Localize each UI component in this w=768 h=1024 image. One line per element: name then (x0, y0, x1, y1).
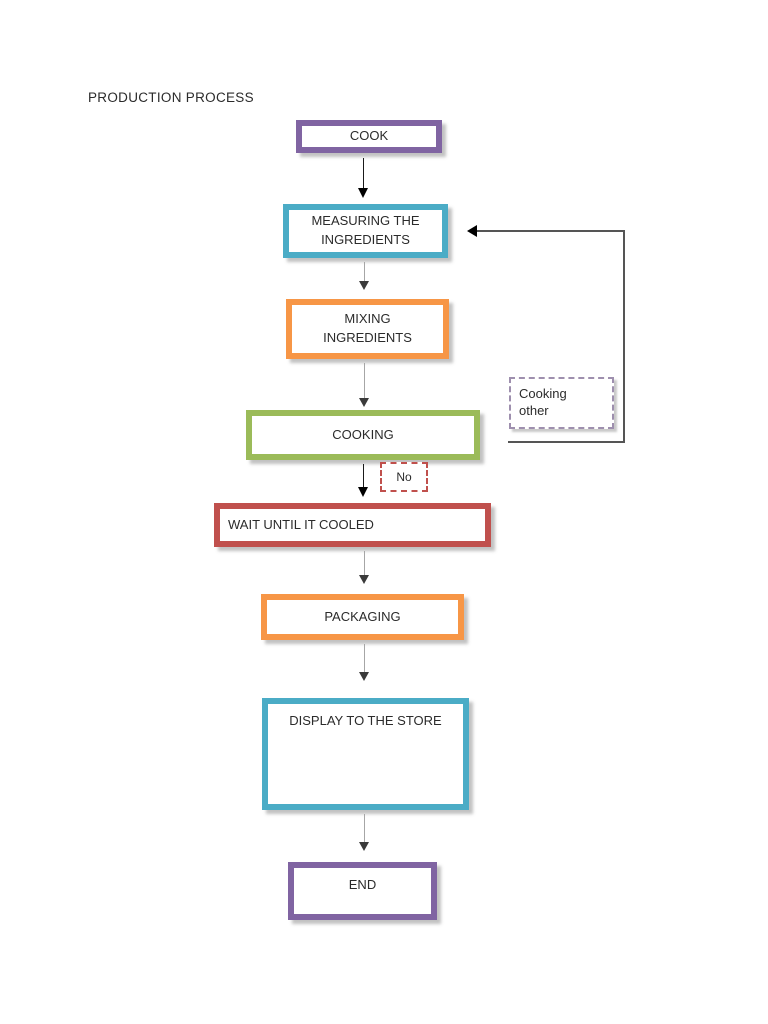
note-no[interactable]: No (380, 462, 428, 492)
connector-cook-to-measuring (363, 158, 364, 190)
connector-display-to-end (364, 814, 365, 846)
node-display-to-the-store-label: DISPLAY TO THE STORE (289, 713, 442, 728)
node-wait-until-it-cooled-label: WAIT UNTIL IT COOLED (228, 516, 374, 532)
page-title: PRODUCTION PROCESS (88, 90, 254, 105)
node-measuring-the-ingredients-label: MEASURING THE INGREDIENTS (311, 213, 420, 247)
arrowhead-measuring-to-mixing-icon (359, 281, 369, 290)
loop-connector-bottom-segment (508, 441, 625, 443)
node-mixing-ingredients[interactable]: MIXING INGREDIENTS (286, 299, 449, 359)
connector-measuring-to-mixing (364, 262, 365, 285)
node-cook-label: COOK (349, 128, 389, 144)
arrowhead-loop-to-measuring-icon (467, 225, 477, 237)
note-cooking-other-label: Cooking other (519, 386, 567, 418)
loop-connector-top-segment (477, 230, 625, 232)
node-cooking-label: COOKING (332, 426, 394, 442)
note-cooking-other[interactable]: Cooking other (509, 377, 614, 429)
arrowhead-packaging-to-display-icon (359, 672, 369, 681)
node-cooking[interactable]: COOKING (246, 410, 480, 460)
connector-packaging-to-display (364, 644, 365, 676)
node-end[interactable]: END (288, 862, 437, 920)
node-packaging[interactable]: PACKAGING (261, 594, 464, 640)
connector-wait-to-packaging (364, 551, 365, 579)
node-measuring-the-ingredients[interactable]: MEASURING THE INGREDIENTS (283, 204, 448, 258)
node-end-label: END (348, 877, 377, 892)
node-cook[interactable]: COOK (296, 120, 442, 153)
arrowhead-display-to-end-icon (359, 842, 369, 851)
note-no-label: No (396, 470, 412, 484)
node-mixing-ingredients-label: MIXING INGREDIENTS (323, 311, 412, 345)
node-wait-until-it-cooled[interactable]: WAIT UNTIL IT COOLED (214, 503, 491, 547)
connector-cooking-to-wait (363, 464, 364, 490)
arrowhead-wait-to-packaging-icon (359, 575, 369, 584)
arrowhead-cooking-to-wait-icon (358, 487, 368, 497)
arrowhead-cook-to-measuring-icon (358, 188, 368, 198)
node-packaging-label: PACKAGING (324, 608, 401, 624)
arrowhead-mixing-to-cooking-icon (359, 398, 369, 407)
node-display-to-the-store[interactable]: DISPLAY TO THE STORE (262, 698, 469, 810)
connector-mixing-to-cooking (364, 363, 365, 402)
loop-connector-right-segment (623, 231, 625, 442)
